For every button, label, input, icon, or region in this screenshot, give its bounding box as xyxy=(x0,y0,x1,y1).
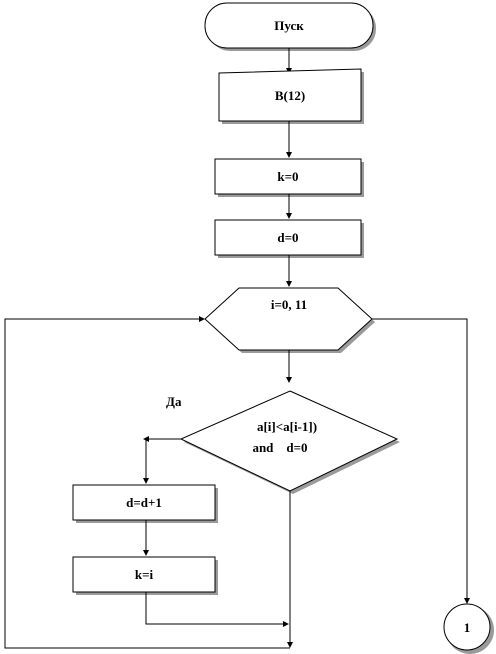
yes-label: Да xyxy=(166,394,182,409)
arrow-head xyxy=(143,478,149,484)
arrow-head xyxy=(286,213,292,219)
process-d-init xyxy=(214,219,362,256)
input-block xyxy=(218,68,362,122)
connector-circle xyxy=(443,603,491,651)
connector-label: 1 xyxy=(464,620,471,635)
arrow-head xyxy=(286,152,292,158)
arrow-head xyxy=(283,621,289,627)
arrow-head xyxy=(199,316,205,322)
arrow-head xyxy=(143,550,149,556)
process-assign-k-label: k=i xyxy=(135,567,154,582)
arrow-head xyxy=(286,281,292,287)
process-assign-k xyxy=(72,556,216,593)
process-k-init-label: k=0 xyxy=(277,169,298,184)
condition-line2: and d=0 xyxy=(252,440,307,455)
process-d-init-label: d=0 xyxy=(277,230,298,245)
condition-line1: a[i]<a[i-1]) xyxy=(257,419,317,434)
process-increment-d xyxy=(72,484,216,521)
start-label: Пуск xyxy=(274,18,304,33)
process-increment-d-label: d=d+1 xyxy=(126,495,162,510)
process-k-init xyxy=(214,158,362,195)
input-label: B(12) xyxy=(275,88,305,103)
arrow-head xyxy=(286,377,292,383)
arrow-head xyxy=(464,598,470,604)
arrow-head xyxy=(287,642,293,648)
loop-label: i=0, 11 xyxy=(271,297,307,312)
